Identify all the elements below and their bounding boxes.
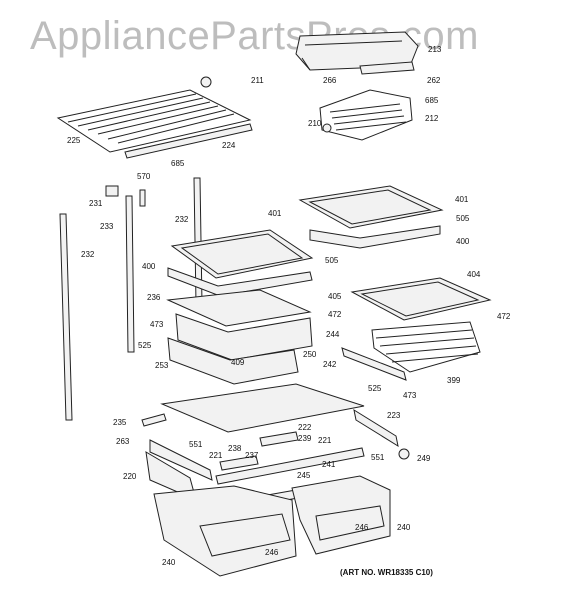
glass-shelf-middle <box>167 229 314 297</box>
part-callout-240: 240 <box>162 558 176 567</box>
part-callout-570: 570 <box>137 172 151 181</box>
part-callout-225: 225 <box>67 136 81 145</box>
part-callout-505: 505 <box>325 256 339 265</box>
crisper-cover-assembly <box>166 289 313 385</box>
part-callout-232: 232 <box>81 250 95 259</box>
part-callout-472: 472 <box>328 310 342 319</box>
part-callout-237: 237 <box>245 451 259 460</box>
part-callout-249: 249 <box>417 454 431 463</box>
large-glass-shelf <box>160 383 365 433</box>
part-callout-235: 235 <box>113 418 127 427</box>
glass-shelf-right <box>341 277 492 381</box>
part-callout-246: 246 <box>355 523 369 532</box>
part-callout-551: 551 <box>189 440 203 449</box>
wire-shelf <box>56 76 253 159</box>
part-callout-250: 250 <box>303 350 317 359</box>
part-callout-525: 525 <box>368 384 382 393</box>
part-callout-551: 551 <box>371 453 385 462</box>
wire-drawer-frame <box>319 89 413 141</box>
part-callout-472: 472 <box>497 312 511 321</box>
part-callout-473: 473 <box>403 391 417 400</box>
part-callout-404: 404 <box>467 270 481 279</box>
part-callout-233: 233 <box>100 222 114 231</box>
left-rails <box>59 177 203 421</box>
part-callout-262: 262 <box>427 76 441 85</box>
part-callout-242: 242 <box>323 360 337 369</box>
part-callout-253: 253 <box>155 361 169 370</box>
part-callout-239: 239 <box>298 434 312 443</box>
part-callout-685: 685 <box>425 96 439 105</box>
part-callout-220: 220 <box>123 472 137 481</box>
part-callout-473: 473 <box>150 320 164 329</box>
part-callout-241: 241 <box>322 460 336 469</box>
part-callout-525: 525 <box>138 341 152 350</box>
part-callout-210: 210 <box>308 119 322 128</box>
part-callout-222: 222 <box>298 423 312 432</box>
part-callout-231: 231 <box>89 199 103 208</box>
part-callout-405: 405 <box>328 292 342 301</box>
part-callout-399: 399 <box>447 376 461 385</box>
part-callout-223: 223 <box>387 411 401 420</box>
part-callout-221: 221 <box>209 451 223 460</box>
art-number-credit: (ART NO. WR18335 C10) <box>340 568 433 577</box>
part-callout-244: 244 <box>326 330 340 339</box>
part-callout-211: 211 <box>251 76 264 85</box>
part-callout-232: 232 <box>175 215 189 224</box>
part-callout-505: 505 <box>456 214 470 223</box>
part-callout-212: 212 <box>425 114 439 123</box>
part-callout-240: 240 <box>397 523 411 532</box>
part-callout-246: 246 <box>265 548 279 557</box>
callout-labels: 211 213 266 262 685 210 212 225 224 685 570 231 233 2… <box>67 45 511 567</box>
part-callout-238: 238 <box>228 444 242 453</box>
part-callout-685: 685 <box>171 159 185 168</box>
glass-shelf-upper-right <box>298 185 444 249</box>
part-callout-236: 236 <box>147 293 161 302</box>
part-callout-401: 401 <box>455 195 469 204</box>
part-callout-401: 401 <box>268 209 282 218</box>
part-callout-213: 213 <box>428 45 442 54</box>
crisper-drawers <box>153 475 391 577</box>
part-callout-245: 245 <box>297 471 311 480</box>
part-callout-400: 400 <box>142 262 156 271</box>
part-callout-263: 263 <box>116 437 130 446</box>
part-callout-409: 409 <box>231 358 245 367</box>
part-callout-400: 400 <box>456 237 470 246</box>
part-callout-224: 224 <box>222 141 236 150</box>
part-callout-266: 266 <box>323 76 337 85</box>
part-callout-221: 221 <box>318 436 332 445</box>
upper-drawer-assembly <box>295 31 419 75</box>
